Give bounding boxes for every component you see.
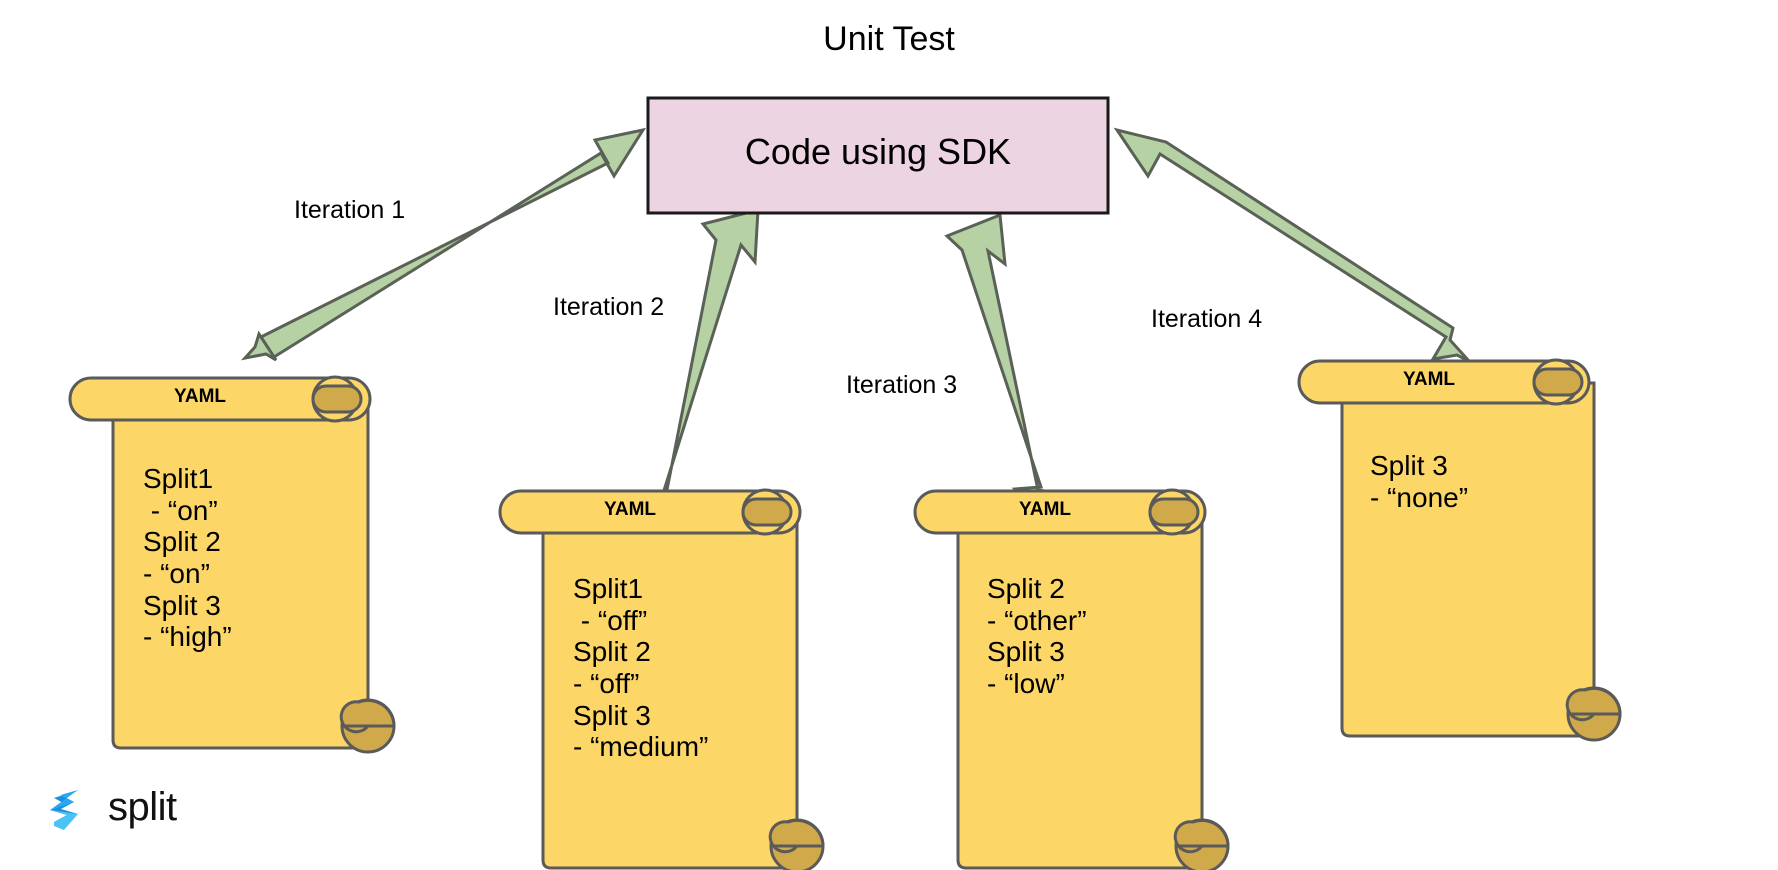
yaml-scroll-2[interactable] [498,488,825,870]
iteration-label-2: Iteration 2 [553,293,665,321]
yaml-scroll-3-title: YAML [1018,499,1072,520]
yaml-scroll-2-body: Split1 - “off” Split 2 - “off” Split 3 -… [573,573,709,763]
arrow-iteration-4 [1113,127,1471,363]
iteration-label-4: Iteration 4 [1151,305,1263,333]
page-title: Unit Test [823,20,955,58]
sdk-box [646,96,1110,215]
yaml-scroll-3-body: Split 2 - “other” Split 3 - “low” [987,573,1087,699]
yaml-scroll-1[interactable] [68,375,396,754]
yaml-scroll-1-title: YAML [173,386,227,407]
arrow-iteration-2 [635,208,760,537]
yaml-scroll-3[interactable] [913,488,1230,870]
split-logo-icon [50,790,78,830]
yaml-scroll-4-title: YAML [1402,369,1456,390]
yaml-scroll-4[interactable] [1297,358,1622,742]
split-logo-wordmark: split [108,785,177,829]
iteration-label-1: Iteration 1 [294,196,406,224]
yaml-scroll-2-title: YAML [603,499,657,520]
yaml-scroll-4-body: Split 3 - “none” [1370,450,1469,513]
arrow-iteration-3 [944,212,1065,528]
arrow-iteration-1 [240,127,647,362]
iteration-label-3: Iteration 3 [846,371,958,399]
sdk-box-label: Code using SDK [744,131,1012,172]
yaml-scroll-1-body: Split1 - “on” Split 2 - “on” Split 3 - “… [143,463,232,653]
